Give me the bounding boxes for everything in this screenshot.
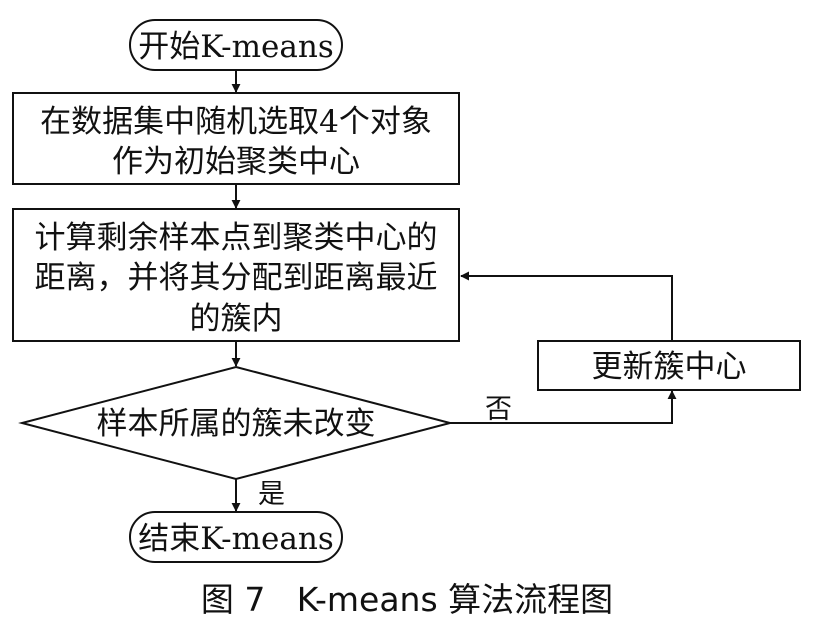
edge-update-to-compute: [460, 271, 673, 341]
start-label: 开始K-means: [138, 29, 333, 65]
figure-caption: 图 7 K-means 算法流程图: [201, 580, 613, 619]
yes-branch-label: 是: [258, 479, 285, 510]
update-centers-box: [537, 340, 801, 391]
no-branch-label: 否: [485, 394, 512, 425]
end-terminal: [129, 511, 343, 563]
select-initial-centers-box: [12, 92, 460, 185]
compute-line-1: 计算剩余样本点到聚类中心的: [35, 220, 438, 256]
compute-line-3: 的簇内: [190, 301, 283, 337]
select-line-1: 在数据集中随机选取4个对象: [40, 104, 432, 140]
update-label: 更新簇中心: [592, 349, 747, 385]
select-line-2: 作为初始聚类中心: [112, 144, 360, 180]
compute-line-2: 距离，并将其分配到距离最近: [35, 260, 438, 296]
decision-label: 样本所属的簇未改变: [97, 406, 376, 442]
edge-decision-no-to-update: [450, 390, 677, 424]
end-label: 结束K-means: [138, 521, 333, 557]
